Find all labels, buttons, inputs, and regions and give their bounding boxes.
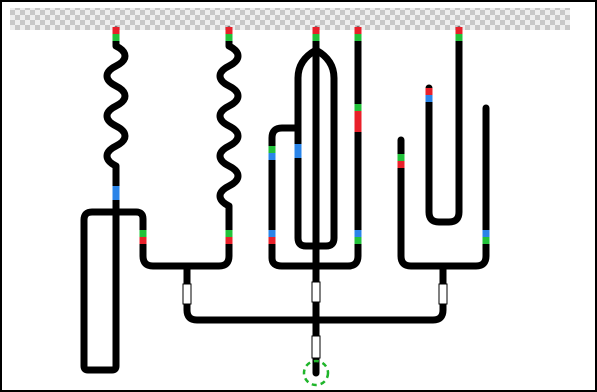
segment-red-green-c[interactable] [312, 27, 320, 41]
segment-blue-green-right[interactable] [482, 230, 490, 244]
segment-cell-green [482, 237, 490, 244]
segment-cell-green [112, 34, 120, 41]
segment-cell-green [139, 230, 147, 237]
segment-red-blue[interactable] [425, 88, 433, 102]
segment-cell-blue [425, 95, 433, 102]
segment-blue-pair[interactable] [112, 186, 120, 200]
segment-cell-red [225, 27, 233, 34]
track-tall-loop [80, 204, 191, 374]
segment-cell-red [455, 27, 463, 34]
segment-long-train[interactable] [354, 104, 362, 132]
segment-cell-green [455, 34, 463, 41]
entry-zone [10, 8, 570, 30]
segment-red-green-e[interactable] [455, 27, 463, 41]
segment-green-red-left[interactable] [139, 230, 147, 244]
segment-red-green-a[interactable] [112, 27, 120, 41]
track-right-u [425, 26, 463, 226]
segment-cell-green [354, 237, 362, 244]
segment-cell-green [225, 230, 233, 237]
segment-cell-green [397, 154, 405, 161]
segment-cell-red [397, 161, 405, 168]
segment-cell-red [354, 111, 362, 118]
segment-cell-red [139, 237, 147, 244]
segment-cell-blue [268, 230, 276, 237]
segment-cell-blue [112, 186, 120, 193]
segment-cell-blue [294, 144, 302, 151]
goal-ring[interactable] [302, 359, 330, 387]
segment-cell-blue [294, 151, 302, 158]
segment-cell-red [425, 88, 433, 95]
gate-right[interactable] [438, 283, 448, 305]
segment-blue-green[interactable] [354, 230, 362, 244]
segment-cell-red [312, 27, 320, 34]
gate-left[interactable] [182, 283, 192, 305]
segment-cell-red [354, 27, 362, 34]
segment-cell-green [268, 146, 276, 153]
segment-cell-red [354, 125, 362, 132]
segment-cell-green [354, 34, 362, 41]
segment-cell-green [225, 34, 233, 41]
segment-cell-red [354, 118, 362, 125]
track-center-right [312, 26, 362, 270]
segment-cell-blue [268, 153, 276, 160]
segment-cell-red [268, 237, 276, 244]
segment-green-blue[interactable] [268, 146, 276, 160]
track-wavy-second [183, 26, 242, 270]
segment-blue-center[interactable] [294, 144, 302, 158]
track-center-loop [294, 46, 338, 250]
segment-cell-red [225, 237, 233, 244]
segment-cell-blue [112, 193, 120, 200]
segment-cell-green [312, 34, 320, 41]
segment-green-red-mid[interactable] [225, 230, 233, 244]
gate-group [182, 281, 448, 359]
track-center-inner [268, 124, 354, 270]
segment-blue-red[interactable] [268, 230, 276, 244]
segment-red-green-b[interactable] [225, 27, 233, 41]
gate-trunk[interactable] [311, 335, 321, 359]
track-network [80, 26, 490, 377]
gate-center[interactable] [311, 281, 321, 303]
segment-green-red-right[interactable] [397, 154, 405, 168]
track-bus-right [312, 262, 447, 324]
segment-red-green-d[interactable] [354, 27, 362, 41]
car-segments [112, 27, 490, 244]
track-bus-left [183, 262, 320, 324]
segment-cell-red [112, 27, 120, 34]
segment-cell-green [354, 104, 362, 111]
segment-cell-blue [354, 230, 362, 237]
track-wavy-left [103, 26, 129, 212]
segment-cell-blue [482, 230, 490, 237]
